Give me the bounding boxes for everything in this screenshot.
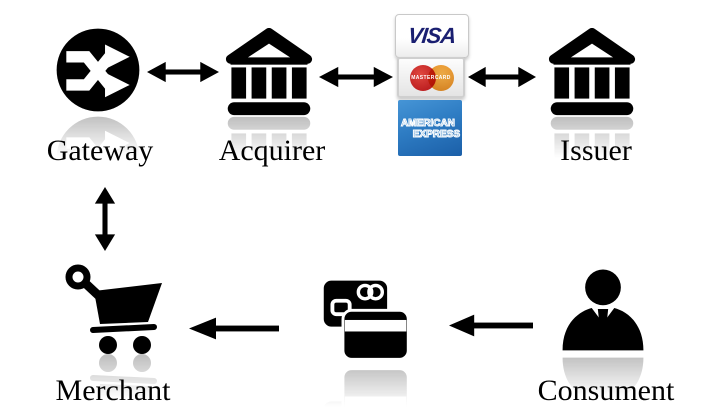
mastercard-wordmark: MASTERCARD xyxy=(411,75,451,81)
credit-cards-icon xyxy=(318,274,414,364)
bank-icon xyxy=(221,28,317,116)
businessperson-icon xyxy=(556,264,650,354)
consumer-label: Consument xyxy=(537,374,675,407)
amex-wordmark-line1: AMERICAN xyxy=(401,118,456,130)
mastercard-logo: MASTERCARD xyxy=(397,57,465,98)
arrow-consumer-cards xyxy=(449,313,533,338)
amex-wordmark-line2: EXPRESS xyxy=(412,129,460,141)
acquirer-label: Acquirer xyxy=(218,134,326,167)
arrow-acquirer-cardnetworks xyxy=(319,64,393,90)
bank-icon xyxy=(544,28,640,116)
arrow-cards-merchant xyxy=(189,316,279,341)
issuer-label: Issuer xyxy=(560,134,632,167)
gateway-label: Gateway xyxy=(46,134,154,167)
amex-logo: AMERICAN EXPRESS xyxy=(398,100,462,156)
visa-wordmark: VISA xyxy=(407,23,458,48)
visa-logo: VISA xyxy=(395,14,469,58)
arrow-gateway-merchant xyxy=(92,187,118,251)
shopping-cart-icon xyxy=(58,260,170,354)
credit-cards-icon-reflection xyxy=(318,364,414,414)
arrow-cardnetworks-issuer xyxy=(468,64,536,90)
arrow-gateway-acquirer xyxy=(147,59,219,85)
shuffle-icon xyxy=(54,26,142,114)
mastercard-orange-circle xyxy=(428,65,454,91)
merchant-label: Merchant xyxy=(55,374,171,407)
